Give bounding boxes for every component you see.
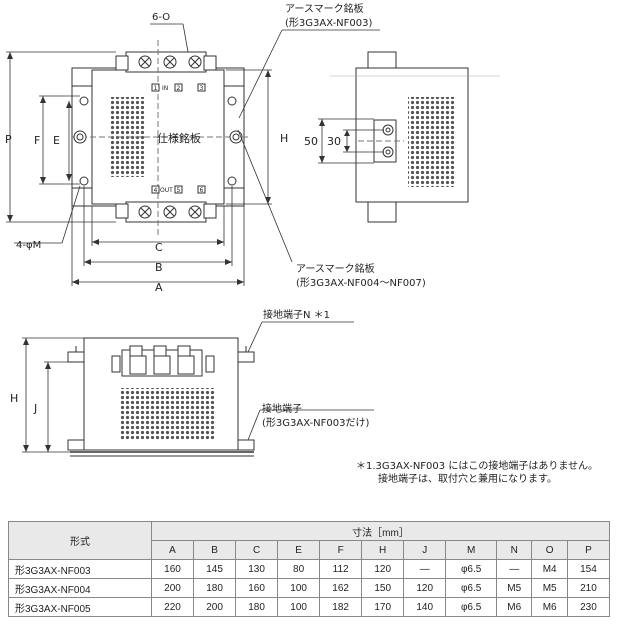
value-cell: M5: [496, 578, 533, 598]
column-header: A: [150, 540, 195, 560]
value-cell: M5: [531, 578, 568, 598]
column-header: N: [496, 540, 533, 560]
value-cell: 160: [235, 578, 279, 598]
earth-plate-top-line1: アースマーク銘板: [285, 2, 364, 15]
earth-plate-right-line1: アースマーク銘板: [296, 262, 375, 275]
column-header: O: [531, 540, 568, 560]
value-cell: φ6.5: [445, 597, 498, 617]
earth-plate-right-line2: (形3G3AX-NF004～NF007): [296, 277, 426, 289]
dim-J-label: J: [33, 402, 37, 415]
value-cell: 160: [150, 559, 195, 579]
dim-A-label: A: [155, 281, 163, 294]
dim-30-label: 30: [327, 135, 341, 148]
hole-label: 4-φM: [16, 240, 41, 251]
column-header: B: [193, 540, 237, 560]
value-cell: 162: [319, 578, 363, 598]
dimension-header: 寸法［mm］: [151, 521, 610, 541]
ground-N-label: 接地端子N ＊1: [263, 308, 330, 321]
lower-view: [67, 337, 255, 457]
value-cell: 200: [150, 578, 195, 598]
terminal-1-label: 1: [154, 85, 158, 92]
column-header: P: [566, 540, 611, 560]
value-cell: 182: [319, 597, 363, 617]
ground-label-line2: (形3G3AX-NF003だけ): [262, 417, 369, 429]
value-cell: 100: [277, 578, 321, 598]
footnote-line2: 接地端子は、取付穴と兼用になります。: [378, 474, 557, 485]
value-cell: 154: [566, 559, 611, 579]
column-header: E: [277, 540, 321, 560]
dimension-drawing: 1 2 3 4 5 6 IN OUT 仕様銘板: [5, 2, 500, 457]
dim-50-label: 50: [304, 135, 318, 148]
value-cell: 130: [235, 559, 279, 579]
dim-C-label: C: [155, 241, 163, 254]
value-cell: φ6.5: [445, 578, 498, 598]
dim-E-label: E: [53, 134, 60, 147]
value-cell: ―: [496, 559, 533, 579]
value-cell: 120: [361, 559, 405, 579]
lower-dimensions: [22, 321, 374, 453]
terminal-count-label: 6-O: [152, 12, 170, 23]
value-cell: 230: [566, 597, 611, 617]
model-header: 形式: [8, 521, 152, 560]
dim-P-label: P: [5, 133, 12, 146]
ground-label-line1: 接地端子: [262, 402, 302, 415]
model-cell: 形3G3AX-NF005: [8, 597, 152, 617]
column-header: F: [319, 540, 363, 560]
earth-plate-top-line2: (形3G3AX-NF003): [285, 17, 372, 29]
value-cell: 180: [235, 597, 279, 617]
dim-B-label: B: [155, 261, 163, 274]
value-cell: 120: [403, 578, 447, 598]
terminal-2-label: 2: [177, 85, 181, 92]
value-cell: 145: [193, 559, 237, 579]
column-header: H: [361, 540, 405, 560]
value-cell: M4: [531, 559, 568, 579]
model-cell: 形3G3AX-NF004: [8, 578, 152, 598]
value-cell: 150: [361, 578, 405, 598]
value-cell: 140: [403, 597, 447, 617]
terminal-6-label: 6: [200, 187, 204, 194]
dim-H2-label: H: [10, 392, 18, 405]
value-cell: ―: [403, 559, 447, 579]
value-cell: M6: [496, 597, 533, 617]
dim-F-label: F: [34, 134, 40, 147]
value-cell: φ6.5: [445, 559, 498, 579]
value-cell: 100: [277, 597, 321, 617]
value-cell: 220: [150, 597, 195, 617]
value-cell: 210: [566, 578, 611, 598]
value-cell: M6: [531, 597, 568, 617]
value-cell: 170: [361, 597, 405, 617]
terminal-4-label: 4: [154, 187, 158, 194]
model-cell: 形3G3AX-NF003: [8, 559, 152, 579]
column-header: C: [235, 540, 279, 560]
value-cell: 112: [319, 559, 363, 579]
value-cell: 80: [277, 559, 321, 579]
side-view: [330, 51, 500, 223]
in-label: IN: [162, 85, 168, 92]
side-dimensions: [318, 118, 384, 164]
terminal-labels: 1 2 3 4 5 6 IN OUT: [151, 83, 206, 194]
terminal-5-label: 5: [177, 187, 181, 194]
out-label: OUT: [160, 187, 173, 194]
top-terminal-screws: [138, 55, 202, 219]
front-dimensions: [6, 23, 380, 286]
terminal-3-label: 3: [200, 85, 204, 92]
footnote-line1: ＊1.3G3AX-NF003 にはこの接地端子はありません。: [356, 461, 599, 472]
dim-H-label: H: [280, 132, 288, 145]
column-header: M: [445, 540, 498, 560]
spec-plate-label: 仕様銘板: [157, 131, 201, 145]
value-cell: 200: [193, 597, 237, 617]
column-header: J: [403, 540, 447, 560]
value-cell: 180: [193, 578, 237, 598]
